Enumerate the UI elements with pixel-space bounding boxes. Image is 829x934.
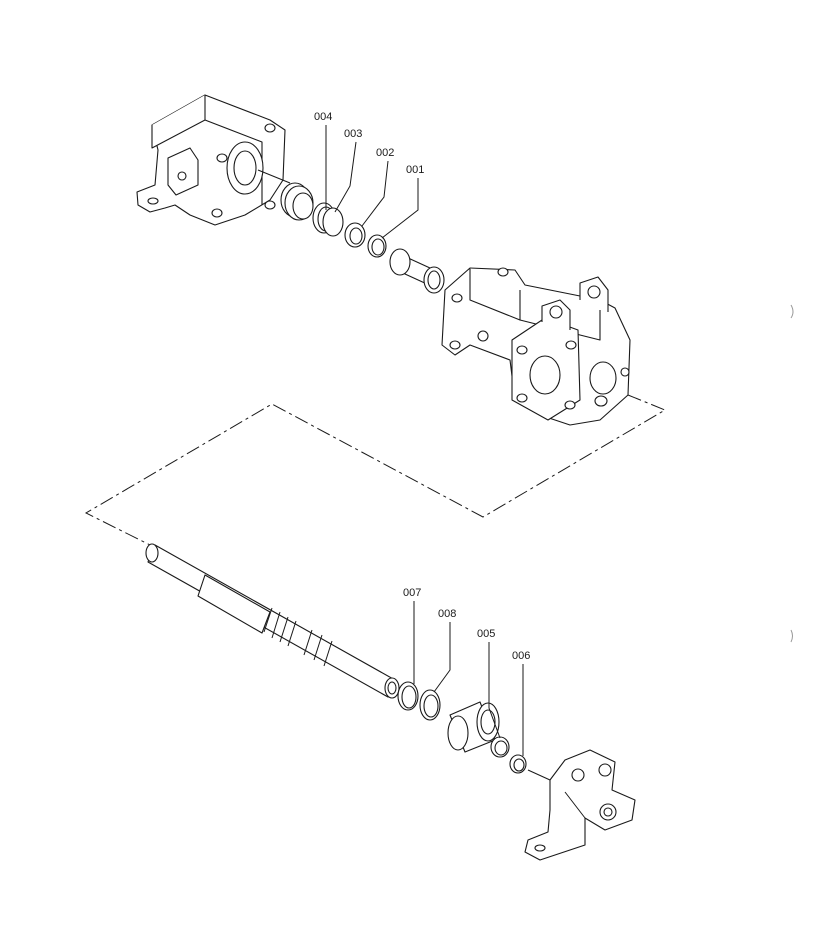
callout-007: 007	[403, 587, 421, 684]
callout-label-007: 007	[403, 587, 421, 599]
rod-end-clevis	[524, 749, 636, 861]
callout-label-008: 008	[438, 608, 456, 620]
callout-label-005: 005	[477, 628, 495, 640]
callout-004: 004	[314, 111, 332, 210]
callout-003: 003	[334, 128, 362, 213]
callout-label-006: 006	[512, 650, 530, 662]
callout-002: 002	[361, 147, 394, 227]
callout-label-002: 002	[376, 147, 394, 159]
lower-seal-parts	[397, 681, 551, 781]
assembly-reference-line	[84, 394, 667, 551]
callout-006: 006	[512, 650, 530, 756]
piston-rod	[145, 543, 400, 699]
callout-label-001: 001	[406, 164, 424, 176]
callout-001: 001	[381, 164, 424, 239]
main-cylinder-housing	[441, 267, 631, 426]
callout-008: 008	[433, 608, 456, 693]
callout-label-003: 003	[344, 128, 362, 140]
scan-marks	[790, 304, 794, 643]
callout-005: 005	[477, 628, 501, 739]
upper-seal-parts	[280, 182, 445, 294]
callout-label-004: 004	[314, 111, 332, 123]
left-housing-bracket	[136, 94, 291, 226]
